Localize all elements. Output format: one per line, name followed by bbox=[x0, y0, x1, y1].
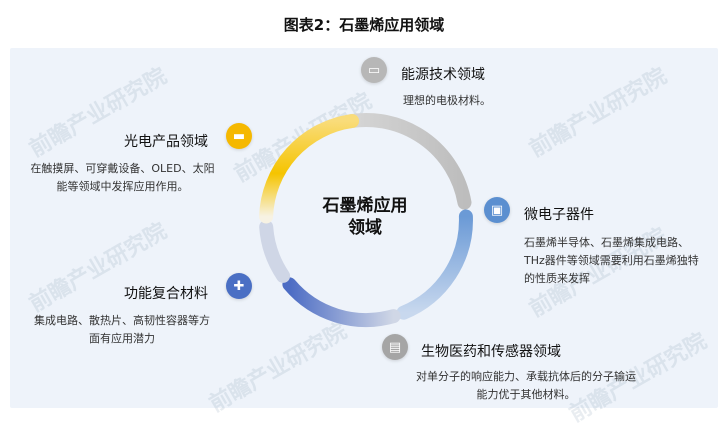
segment-desc-microelectronics: 石墨烯半导体、石墨烯集成电路、 THz器件等领域需要利用石墨烯独特 的性质来发挥 bbox=[524, 236, 699, 285]
sensor-icon: ▤ bbox=[382, 334, 408, 360]
center-label: 石墨烯应用 领域 bbox=[300, 195, 430, 239]
segment-title-microelectronics: 微电子器件 bbox=[524, 207, 594, 223]
screen-icon: ▬ bbox=[226, 123, 252, 149]
ring-segment-optoelectronic bbox=[259, 114, 360, 224]
ring-segment-energy bbox=[341, 112, 472, 210]
segment-desc-optoelectronic: 在触摸屏、可穿戴设备、OLED、太阳 能等领域中发挥应用作用。 bbox=[30, 162, 215, 193]
figure-title: 图表2：石墨烯应用领域 bbox=[283, 16, 445, 34]
ring-segment-composite bbox=[259, 220, 291, 283]
segment-desc-energy: 理想的电极材料。 bbox=[403, 94, 491, 107]
chip-icon: ▣ bbox=[484, 197, 510, 223]
center-label-line1: 石墨烯应用 bbox=[322, 196, 408, 216]
ring-segment-microelectronics bbox=[396, 209, 473, 320]
segment-title-composite: 功能复合材料 bbox=[124, 286, 208, 302]
ring-segment-biomedical bbox=[282, 277, 401, 327]
segment-desc-composite: 集成电路、散热片、高韧性容器等方 面有应用潜力 bbox=[34, 314, 210, 345]
diagram-panel bbox=[10, 48, 718, 408]
center-label-line2: 领域 bbox=[348, 218, 382, 238]
segment-title-biomedical: 生物医药和传感器领域 bbox=[421, 344, 561, 360]
segment-title-energy: 能源技术领域 bbox=[401, 67, 485, 83]
battery-icon: ▭ bbox=[361, 57, 387, 83]
segment-desc-biomedical: 对单分子的响应能力、承载抗体后的分子输运 能力优于其他材料。 bbox=[416, 370, 636, 401]
segment-title-optoelectronic: 光电产品领域 bbox=[124, 134, 208, 150]
composite-icon: ✚ bbox=[226, 273, 252, 299]
ring-diagram bbox=[259, 112, 473, 327]
